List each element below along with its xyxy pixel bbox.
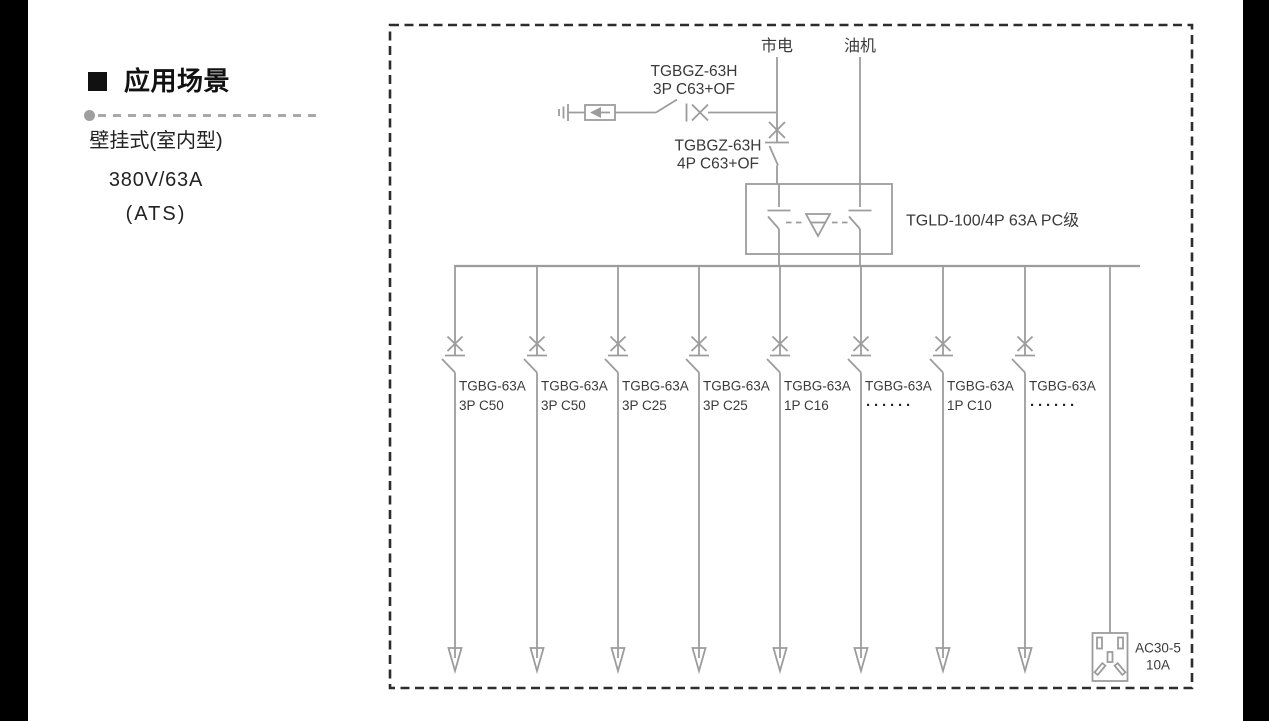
socket-slot [1096, 636, 1103, 650]
feeder-model: TGBG-63A [459, 379, 526, 394]
dot-icon [84, 109, 95, 121]
feeder-breaker-x-icon [690, 335, 708, 352]
feeder-line [685, 266, 709, 658]
ats-label: (ATS) [125, 203, 187, 225]
load-arrow-icon [447, 647, 463, 675]
main-breaker-x-icon [768, 121, 786, 139]
feeder-breaker-x-icon [446, 335, 464, 352]
feeder-breaker-x-icon [934, 335, 952, 352]
socket-slot [1093, 661, 1107, 677]
feeder-1: TGBG-63A 3P C50 [441, 266, 526, 675]
spd-branch: TGBGZ-63H 3P C63+OF [558, 63, 776, 122]
generator-source: 油机 [844, 37, 876, 184]
ground-icon [558, 104, 569, 121]
main-breaker-model: TGBGZ-63H [675, 138, 762, 155]
feeder-spec-dots: ······ [1030, 397, 1078, 414]
feeder-breaker-x-icon [771, 335, 789, 352]
feeder-model: TGBG-63A [703, 379, 770, 394]
feeder-model: TGBG-63A [1029, 379, 1096, 394]
mains-label: 市电 [761, 37, 793, 55]
feeder-model: TGBG-63A [865, 379, 932, 394]
right-black-bar [1243, 0, 1269, 721]
main-breaker-blade [768, 145, 779, 166]
feeder-spec: 3P C25 [703, 398, 748, 413]
socket-slot [1113, 661, 1127, 677]
spd-arrow [590, 107, 601, 118]
dashed-underline [84, 109, 317, 121]
socket-model: AC30-5 [1135, 641, 1181, 656]
socket-slot [1106, 651, 1114, 663]
voltage-rating: 380V/63A [108, 169, 204, 191]
spd-breaker-blade [655, 98, 678, 114]
feeder-line [523, 266, 547, 658]
feeder-line [847, 266, 871, 658]
ats-interlock-triangle [804, 213, 832, 238]
feeder-breaker-x-icon [852, 335, 870, 352]
diagram-dashed-border [388, 23, 1194, 690]
feeder-breaker-x-icon [528, 335, 546, 352]
spd-breaker-x-icon [691, 103, 709, 122]
ats-label: TGLD-100/4P 63A PC级 [906, 212, 1079, 230]
feeder-line [929, 266, 953, 658]
feeder-3: TGBG-63A 3P C25 [604, 266, 689, 675]
left-black-bar [0, 0, 28, 721]
feeder-spec: 3P C25 [622, 398, 667, 413]
generator-label: 油机 [844, 37, 876, 55]
feeder-spec: 1P C16 [784, 398, 829, 413]
load-arrow-icon [610, 647, 626, 675]
ats-box [745, 183, 893, 255]
load-arrow-icon [1017, 647, 1033, 675]
feeder-spec-dots: ······ [866, 397, 914, 414]
feeder-spec: 3P C50 [541, 398, 586, 413]
socket-branch: AC30-5 10A [1091, 266, 1181, 682]
load-arrow-icon [772, 647, 788, 675]
load-arrow-icon [529, 647, 545, 675]
feeder-5: TGBG-63A 1P C16 [766, 266, 851, 675]
mains-source: 市电 [761, 37, 793, 143]
feeder-line [441, 266, 465, 658]
square-bullet-icon [88, 71, 107, 91]
feeder-model: TGBG-63A [541, 379, 608, 394]
socket-rating: 10A [1146, 658, 1170, 673]
feeder-line [604, 266, 628, 658]
ats-right-contact [848, 184, 872, 266]
ats-switch: TGLD-100/4P 63A PC级 [745, 183, 1079, 266]
section-title: 应用场景 [124, 66, 231, 96]
feeder-line [1011, 266, 1035, 658]
socket-icon [1091, 632, 1129, 682]
feeder-breaker-x-icon [609, 335, 627, 352]
main-breaker-spec: 4P C63+OF [677, 156, 759, 173]
feeder-spec: 1P C10 [947, 398, 992, 413]
socket-slot [1117, 636, 1124, 650]
section-heading: 应用场景 [88, 66, 230, 96]
spd-breaker-model: TGBGZ-63H [651, 63, 738, 80]
feeder-model: TGBG-63A [947, 379, 1014, 394]
main-breaker: TGBGZ-63H 4P C63+OF [675, 121, 789, 184]
feeder-7: TGBG-63A 1P C10 [929, 266, 1014, 675]
feeder-2: TGBG-63A 3P C50 [523, 266, 608, 675]
load-arrow-icon [853, 647, 869, 675]
feeder-8: TGBG-63A ······ [1011, 266, 1096, 675]
ats-left-contact [767, 184, 791, 266]
feeder-4: TGBG-63A 3P C25 [685, 266, 770, 675]
mounting-type: 壁挂式(室内型) [89, 130, 223, 152]
spd-breaker-spec: 3P C63+OF [653, 81, 735, 98]
feeder-model: TGBG-63A [622, 379, 689, 394]
feeder-model: TGBG-63A [784, 379, 851, 394]
feeder-breaker-x-icon [1016, 335, 1034, 352]
feeder-6: TGBG-63A ······ [847, 266, 932, 675]
load-arrow-icon [935, 647, 951, 675]
load-arrow-icon [691, 647, 707, 675]
dashed-line [98, 113, 317, 117]
feeder-spec: 3P C50 [459, 398, 504, 413]
feeder-line [766, 266, 790, 658]
